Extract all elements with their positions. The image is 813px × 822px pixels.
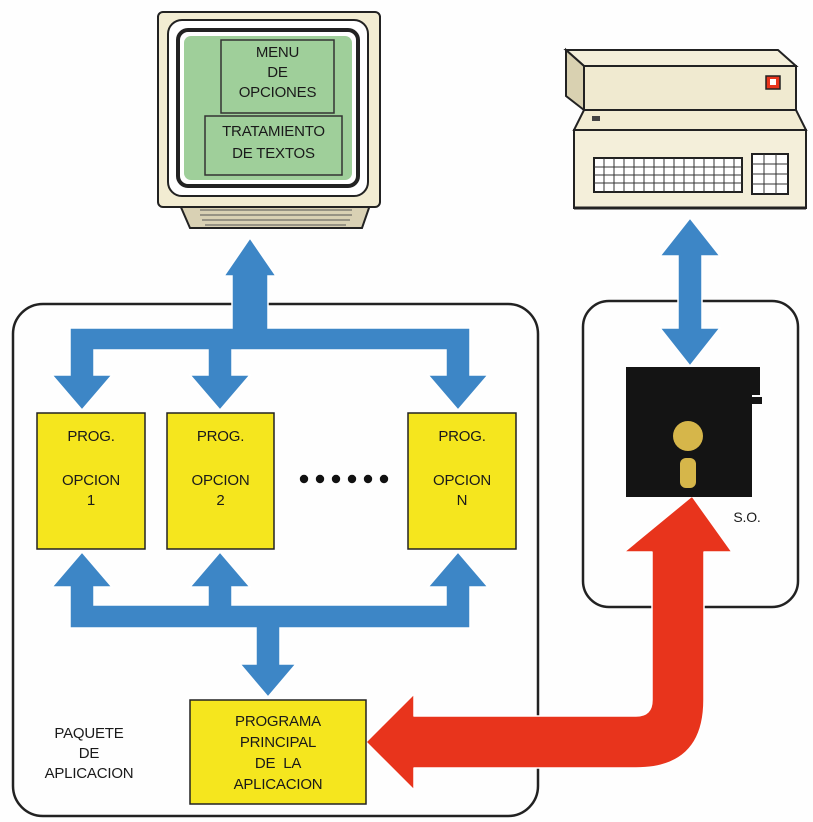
option-box-2 — [166, 412, 275, 550]
computer-terminal-icon — [563, 47, 808, 210]
option-box-n — [407, 412, 517, 550]
menu-line-2: DE — [267, 64, 288, 81]
option-1-number: 1 — [86, 492, 96, 509]
option-n-number: N — [456, 492, 468, 509]
terminal-disk-arrow — [658, 216, 722, 368]
menu-line-3: OPCIONES — [238, 84, 317, 101]
option-box-1 — [36, 412, 146, 550]
option-2-opcion-label: OPCION — [191, 472, 250, 489]
option-n-opcion-label: OPCION — [433, 472, 491, 489]
package-label-line-1: PAQUETE — [54, 725, 124, 742]
package-label-line-3: APLICACION — [44, 765, 134, 782]
menu-text: MENU DE OPCIONES — [221, 43, 334, 103]
floppy-disk-icon — [626, 367, 762, 497]
main-program-line-2: PRINCIPAL — [239, 734, 317, 751]
top-bus-arrows — [50, 236, 490, 412]
disk-to-program-arrow — [365, 495, 733, 791]
os-label: S.O. — [733, 509, 761, 525]
text-processing-line-1: TRATAMIENTO — [222, 123, 325, 140]
main-program-box — [189, 699, 367, 805]
option-2-prog-label: PROG. — [196, 428, 245, 445]
text-processing-line-2: DE TEXTOS — [232, 145, 315, 162]
application-package-frame — [11, 302, 540, 818]
option-n-prog-label: PROG. — [438, 428, 486, 445]
package-label: PAQUETE DE APLICACION — [24, 724, 154, 784]
main-program-line-4: APLICACION — [233, 776, 323, 793]
option-1-prog-label: PROG. — [67, 428, 115, 445]
main-program-line-1: PROGRAMA — [235, 713, 321, 730]
menu-line-1: MENU — [255, 44, 300, 61]
bottom-bus-arrows — [50, 550, 490, 699]
main-program-line-3: DE LA — [254, 755, 302, 772]
option-2-number: 2 — [216, 492, 225, 509]
monitor-icon — [157, 11, 381, 229]
ellipsis-dots — [299, 474, 389, 484]
package-label-line-2: DE — [78, 745, 100, 762]
main-program-text: PROGRAMA PRINCIPAL DE LA APLICACION — [190, 711, 366, 795]
word-processing-text: TRATAMIENTO DE TEXTOS — [205, 121, 342, 165]
option-1-opcion-label: OPCION — [62, 472, 120, 489]
